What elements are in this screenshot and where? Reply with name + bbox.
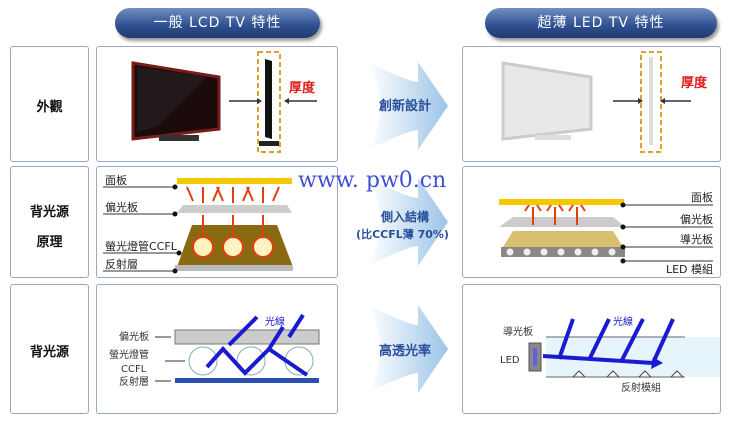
- lcd-ccfl-label-2: 螢光燈管: [109, 348, 149, 361]
- led-backlight-diagram: 面板 偏光板 導光板 LED 模組: [499, 190, 713, 276]
- lcd-light-path-diagram: 光線 偏光板 螢光燈管 CCFL 反射層: [109, 313, 320, 388]
- arrow-2-sublabel: (比CCFL薄 70%): [356, 228, 449, 241]
- watermark: www. pw0.cn: [298, 168, 447, 193]
- arrow-3-label: 高透光率: [378, 344, 431, 359]
- led-module-label: LED 模組: [666, 263, 713, 276]
- arrow-2-label: 側入結構: [380, 210, 429, 224]
- lcd-polarizer-label-2: 偏光板: [119, 330, 149, 343]
- lcd-reflector-label: 反射層: [105, 257, 138, 271]
- row-label-box: 背光源 原理: [10, 166, 89, 278]
- arrow-3-icon: [368, 305, 448, 393]
- led-backlight-principle-panel: 面板 偏光板 導光板 LED 模組: [462, 166, 721, 278]
- led-light-path-panel: 光線 導光板 LED 反射模組: [462, 284, 731, 414]
- lcd-panel-label: 面板: [105, 173, 127, 187]
- lcd-polarizer-label: 偏光板: [105, 200, 138, 214]
- arrow-2-icon: [368, 178, 448, 266]
- row-label-principle: 原理: [36, 235, 63, 250]
- led-light-label: 光線: [613, 315, 633, 328]
- lcd-light-path-panel: 光線 偏光板 螢光燈管 CCFL 反射層: [96, 284, 338, 414]
- lcd-tv-illustration: 厚度: [131, 51, 317, 153]
- led-tv-illustration: 厚度: [501, 51, 708, 153]
- led-reflector-label: 反射模組: [621, 381, 661, 394]
- lcd-header: 一般 LCD TV 特性: [115, 8, 320, 38]
- row-label-backlight-source: 背光源: [29, 345, 69, 360]
- lcd-reflector-label-2: 反射層: [119, 376, 149, 388]
- led-light-guide-label-2: 導光板: [503, 325, 533, 338]
- row-label-appearance: 外觀: [36, 100, 63, 115]
- row-label-box: 背光源: [10, 284, 89, 414]
- arrow-1-icon: [368, 62, 448, 150]
- lcd-light-label: 光線: [265, 315, 285, 328]
- led-polarizer-label: 偏光板: [680, 212, 713, 226]
- led-source-label: LED: [500, 355, 520, 366]
- lcd-ccfl-label-2b: CCFL: [121, 364, 147, 375]
- led-light-guide-label: 導光板: [680, 232, 713, 246]
- lcd-ccfl-label: 螢光燈管CCFL: [105, 239, 178, 253]
- lcd-backlight-diagram: 面板 偏光板 螢光燈管CCFL 反射層: [103, 173, 293, 274]
- arrow-1-label: 創新設計: [378, 99, 431, 114]
- led-thickness-label: 厚度: [681, 75, 708, 91]
- led-appearance-panel: 厚度: [462, 46, 721, 162]
- lcd-thickness-label: 厚度: [289, 80, 316, 96]
- led-panel-label: 面板: [691, 190, 713, 204]
- led-header: 超薄 LED TV 特性: [485, 8, 717, 38]
- led-light-path-diagram: 光線 導光板 LED 反射模組: [500, 315, 731, 394]
- row-label-backlight: 背光源: [29, 205, 69, 220]
- row-label-box: 外觀: [10, 46, 89, 162]
- lcd-backlight-principle-panel: 面板 偏光板 螢光燈管CCFL 反射層: [96, 166, 338, 278]
- lcd-appearance-panel: 厚度: [96, 46, 338, 162]
